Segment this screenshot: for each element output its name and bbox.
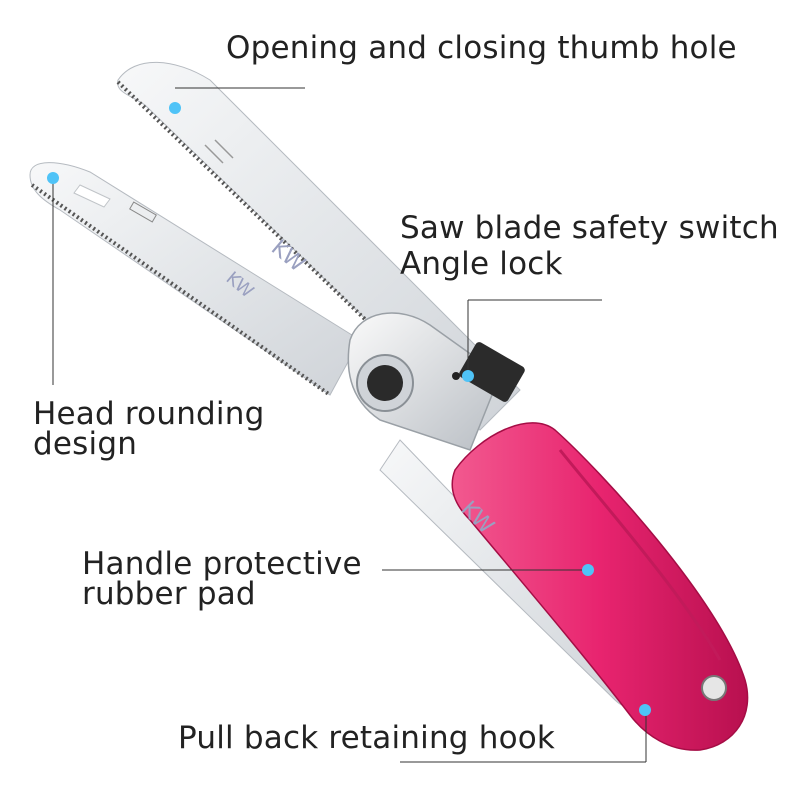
label-safety-switch: Saw blade safety switch — [400, 210, 779, 246]
label-retaining-hook: Pull back retaining hook — [178, 720, 556, 756]
hook-marker — [639, 704, 651, 716]
hook-hole-icon — [701, 675, 727, 701]
safety-switch-icon — [452, 342, 525, 402]
safety-switch-marker — [462, 370, 474, 382]
label-head-rounding-2: design — [33, 426, 138, 462]
label-handle-pad: Handle protective — [82, 546, 362, 582]
pivot-knob-icon — [367, 365, 403, 401]
pivot-plate — [347, 312, 501, 451]
label-handle-pad-2: rubber pad — [82, 576, 256, 612]
label-head-rounding: Head rounding — [33, 396, 265, 432]
handle-pad-marker — [582, 564, 594, 576]
label-angle-lock: Angle lock — [400, 246, 563, 282]
label-thumb-hole: Opening and closing thumb hole — [226, 30, 737, 66]
pink-handle — [451, 422, 749, 751]
thumb-hole-marker — [169, 102, 181, 114]
head-rounding-marker — [47, 172, 59, 184]
